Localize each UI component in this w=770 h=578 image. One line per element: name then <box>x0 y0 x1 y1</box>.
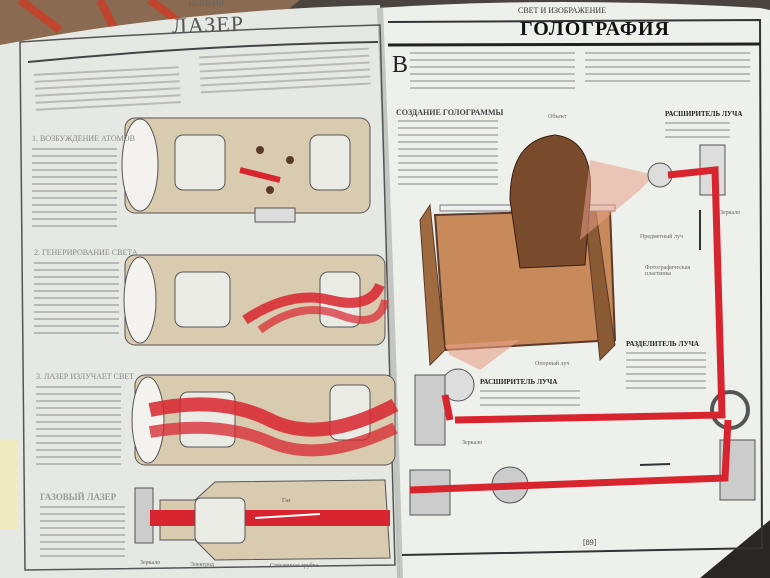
section-heading-3: 3. ЛАЗЕР ИЗЛУЧАЕТ СВЕТ <box>36 372 135 381</box>
label-glass-tube: Стеклянная трубка <box>270 563 319 569</box>
splitter-text <box>626 352 706 394</box>
label-reference-beam: Опорный луч <box>535 361 570 367</box>
left-page-title: ЛАЗЕР <box>171 10 245 39</box>
expander-bottom-text <box>480 390 580 411</box>
hologram-diagram <box>409 134 756 516</box>
intro-text-right-2 <box>585 52 750 87</box>
section-text-2 <box>34 262 119 339</box>
expander-top-text <box>665 122 730 143</box>
title-rule-right <box>387 42 761 47</box>
right-running-head: СВЕТ И ИЗОБРАЖЕНИЕ <box>518 6 607 15</box>
section-heading-hologram: СОЗДАНИЕ ГОЛОГРАММЫ <box>396 108 504 117</box>
page-number: [89] <box>583 538 597 547</box>
label-gas: Газ <box>282 498 291 504</box>
book-gutter <box>377 7 403 578</box>
laser-tube-emission <box>131 374 399 466</box>
section-text-1 <box>32 148 117 232</box>
laser-tube-excitation <box>121 117 371 223</box>
section-heading-1: 1. ВОЗБУЖДЕНИЕ АТОМОВ <box>32 134 135 143</box>
label-plate: Фотографическая пластинка <box>645 265 691 277</box>
section-text-3 <box>36 386 121 470</box>
intro-text-block <box>34 66 181 116</box>
gas-laser-diagram <box>134 479 391 561</box>
left-page-edge <box>0 440 18 530</box>
intro-text-right-1 <box>410 52 575 94</box>
label-mirror-top: Зеркало <box>720 210 741 216</box>
laser-tube-generation <box>123 254 389 346</box>
section-text-hologram <box>398 120 498 190</box>
drop-cap: В <box>392 52 409 78</box>
right-page-title: ГОЛОГРАФИЯ <box>520 18 670 40</box>
label-expander-bottom: РАСШИРИТЕЛЬ ЛУЧА <box>480 378 558 386</box>
label-splitter: РАЗДЕЛИТЕЛЬ ЛУЧА <box>626 340 699 348</box>
label-object: Объект <box>548 114 567 120</box>
right-page-frame <box>387 18 764 556</box>
label-electrode: Электрод <box>190 562 214 568</box>
laser-beam-path <box>409 166 732 494</box>
label-object-beam: Предметный луч <box>640 234 684 240</box>
label-mirror-bottom: Зеркало <box>462 440 483 446</box>
label-mirror-gas: Зеркало <box>140 560 161 566</box>
section-heading-2: 2. ГЕНЕРИРОВАНИЕ СВЕТА <box>34 248 138 257</box>
intro-text-block-2 <box>199 47 371 99</box>
section-heading-gas-laser: ГАЗОВЫЙ ЛАЗЕР <box>40 492 117 502</box>
title-rule <box>27 41 379 63</box>
left-page-frame <box>19 24 396 571</box>
left-running-head: ВОЛНЫ <box>188 0 225 9</box>
section-text-gas <box>40 506 125 562</box>
label-expander-top: РАСШИРИТЕЛЬ ЛУЧА <box>665 110 743 118</box>
